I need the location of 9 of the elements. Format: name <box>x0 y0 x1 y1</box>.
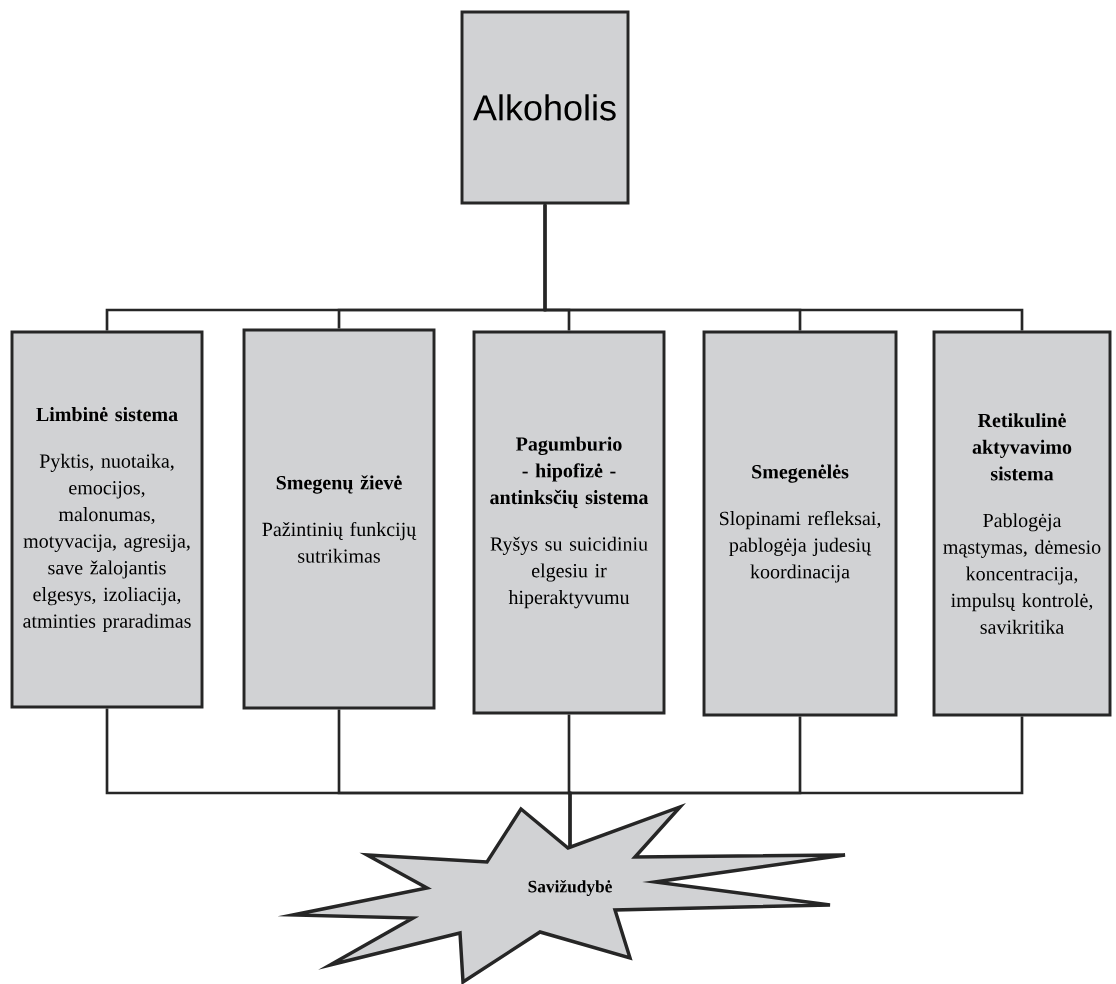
connector-line <box>543 204 1024 331</box>
process-box: Smegenų žievė Pažintinių funkcijų sutrikimas <box>242 328 436 710</box>
process-box: Limbinė sistema Pyktis, nuotaika, emocijos, malonumas, motyvacija, agresija, save žalojantis elgesys, izoliacija, atminties praradimas <box>10 330 204 709</box>
process-box: Pagumburio - hipofizė - antinksčių sistema Ryšys su suicidiniu elgesiu ir hiperaktyvumu <box>472 330 666 715</box>
process-box: Retikulinė aktyvavimo sistema Pablogėja mąstymas, dėmesio koncentracija, impulsų kontrolė, savikritika <box>932 330 1112 717</box>
starburst: Savižudybė <box>277 802 847 984</box>
process-box: Smegenėlės Slopinami refleksai, pablogėja judesių koordinacija <box>702 330 898 717</box>
connector-line <box>568 716 1024 848</box>
title-box: Alkoholis <box>460 10 630 205</box>
